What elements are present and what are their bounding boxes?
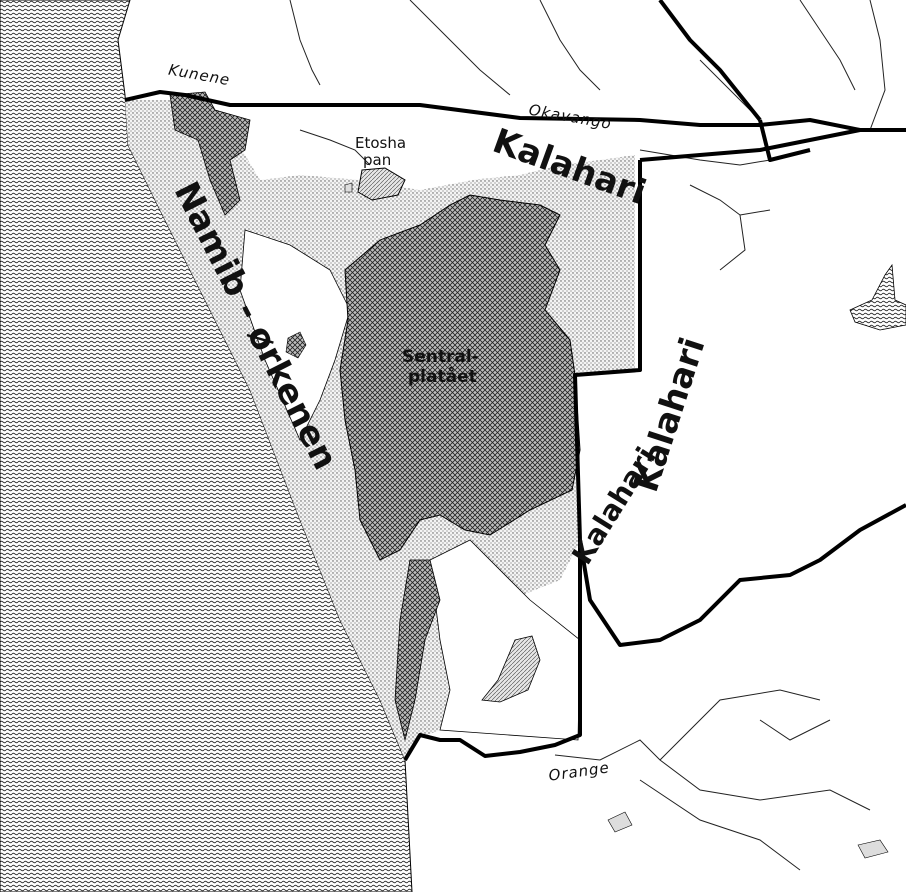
borders xyxy=(124,0,906,762)
pan-south-2 xyxy=(857,839,889,859)
pan-south-1 xyxy=(607,811,633,833)
inselberg xyxy=(285,331,307,359)
label-okavango: Okavango xyxy=(527,101,613,133)
label-etosha: Etosha xyxy=(355,134,406,152)
etosha-pan xyxy=(357,167,406,201)
southern-highland xyxy=(481,635,541,703)
inland-area-south xyxy=(429,539,581,741)
kaokoveld-highlands xyxy=(169,91,251,216)
label-kunene: Kunene xyxy=(167,61,232,90)
label-sentral: Sentral- xyxy=(402,347,479,367)
label-etosha-pan: pan xyxy=(363,151,391,169)
lake xyxy=(849,263,906,331)
label-orange: Orange xyxy=(547,758,610,784)
etosha-small-pan xyxy=(344,182,353,193)
inland-area-north xyxy=(230,105,500,190)
central-plateau-tongue xyxy=(394,559,441,741)
label-platau: platået xyxy=(408,365,477,387)
